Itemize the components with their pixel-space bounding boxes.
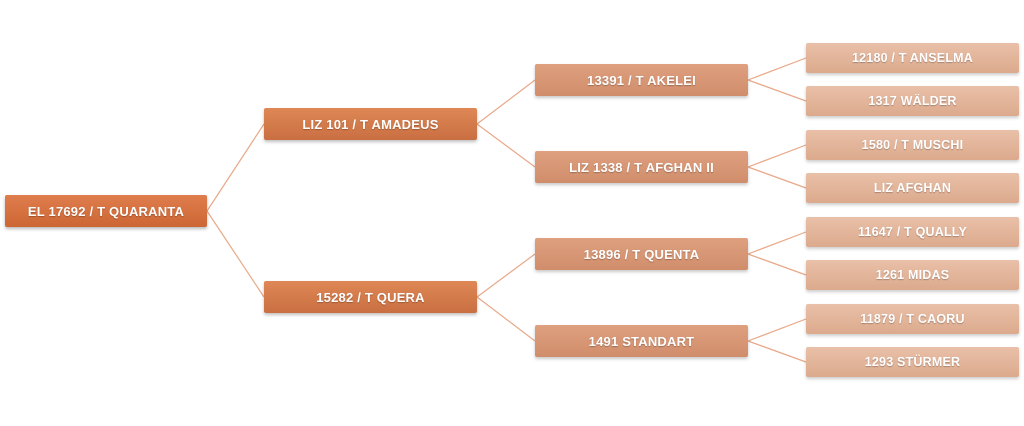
animal-node-dam-dam-dam[interactable]: 1293 STÜRMER	[806, 347, 1019, 377]
animal-node-dam[interactable]: 15282 / T QUERA	[264, 281, 477, 313]
animal-node-sire-sire[interactable]: 13391 / T AKELEI	[535, 64, 748, 96]
connector-line	[747, 79, 807, 102]
connector-line	[747, 57, 807, 81]
animal-node-dam-sire-sire[interactable]: 11647 / T QUALLY	[806, 217, 1019, 247]
connector-line	[206, 210, 265, 298]
animal-node-dam-dam[interactable]: 1491 STANDART	[535, 325, 748, 357]
connector-line	[476, 296, 536, 342]
animal-node-dam-sire[interactable]: 13896 / T QUENTA	[535, 238, 748, 270]
connector-line	[747, 144, 807, 168]
animal-node-sire-sire-dam[interactable]: 1317 WÄLDER	[806, 86, 1019, 116]
animal-node-dam-dam-sire[interactable]: 11879 / T CAORU	[806, 304, 1019, 334]
connector-line	[747, 166, 807, 189]
connector-line	[476, 253, 536, 298]
animal-node-sire-dam[interactable]: LIZ 1338 / T AFGHAN II	[535, 151, 748, 183]
animal-node-sire[interactable]: LIZ 101 / T AMADEUS	[264, 108, 477, 140]
connector-line	[206, 123, 265, 212]
connector-line	[747, 253, 807, 276]
connector-line	[747, 340, 807, 363]
animal-node-sire-dam-sire[interactable]: 1580 / T MUSCHI	[806, 130, 1019, 160]
connector-line	[747, 231, 807, 255]
animal-node-dam-sire-dam[interactable]: 1261 MIDAS	[806, 260, 1019, 290]
animal-node-sire-sire-sire[interactable]: 12180 / T ANSELMA	[806, 43, 1019, 73]
connector-line	[476, 123, 536, 168]
connector-line	[476, 79, 536, 125]
connector-line	[747, 318, 807, 342]
animal-node-subject[interactable]: EL 17692 / T QUARANTA	[5, 195, 207, 227]
animal-node-sire-dam-dam[interactable]: LIZ AFGHAN	[806, 173, 1019, 203]
